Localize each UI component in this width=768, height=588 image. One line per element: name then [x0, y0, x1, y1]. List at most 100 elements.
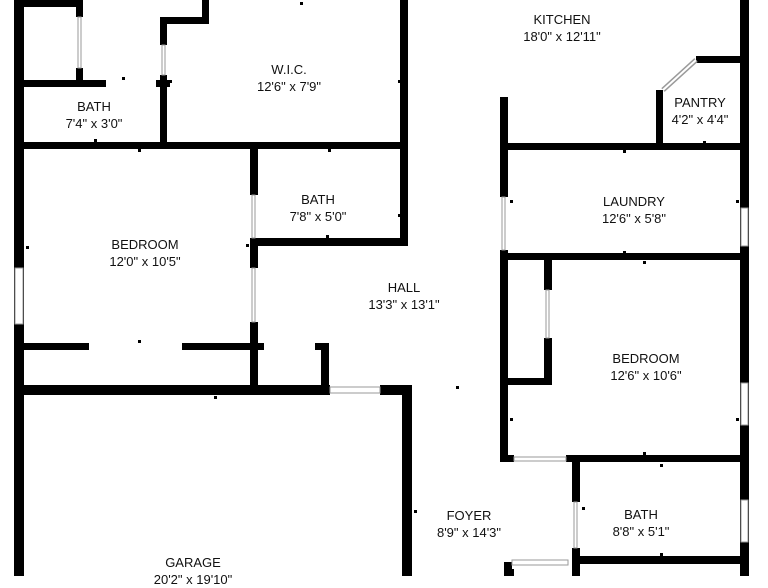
wall: [696, 56, 746, 63]
room-size: 20'2" x 19'10": [153, 572, 233, 587]
wall: [566, 455, 744, 462]
wall: [160, 17, 208, 24]
tick: [138, 340, 141, 343]
wall: [508, 143, 744, 150]
room-size: 8'8" x 5'1": [612, 524, 670, 539]
room-name: PANTRY: [674, 95, 726, 110]
floor-plan: [14, 0, 749, 576]
wall: [76, 0, 83, 17]
windows: [14, 16, 749, 566]
wall: [508, 378, 552, 385]
room-name: BATH: [77, 99, 111, 114]
room-label-bedroom2: BEDROOM 12'6" x 10'6": [610, 350, 681, 384]
tick: [703, 141, 706, 144]
wall: [250, 322, 258, 390]
wall: [160, 17, 167, 45]
door-opening: [501, 196, 506, 251]
door-opening: [251, 194, 256, 239]
door-opening: [77, 16, 82, 69]
room-name: HALL: [387, 280, 421, 295]
wall: [572, 548, 580, 576]
room-label-foyer: FOYER 8'9" x 14'3": [437, 507, 501, 541]
pantry-door-swing: [661, 58, 698, 92]
door-opening: [161, 44, 166, 76]
tick: [736, 418, 739, 421]
wall: [258, 238, 408, 246]
wall: [24, 80, 106, 87]
wall: [544, 338, 552, 384]
room-name: GARAGE: [165, 555, 221, 570]
tick: [510, 200, 513, 203]
window: [740, 499, 749, 543]
room-name: BEDROOM: [612, 351, 680, 366]
tick: [398, 214, 400, 217]
window: [740, 382, 749, 426]
room-size: 7'8" x 5'0": [289, 209, 347, 224]
room-label-bath1: BATH 7'4" x 3'0": [66, 98, 123, 132]
room-name: LAUNDRY: [603, 194, 665, 209]
room-size: 12'6" x 7'9": [256, 79, 322, 94]
room-label-laundry: LAUNDRY 12'6" x 5'8": [602, 193, 666, 227]
wall: [160, 75, 167, 145]
room-name: W.I.C.: [271, 62, 307, 77]
tick: [500, 294, 503, 297]
tick: [246, 244, 249, 247]
wall: [182, 343, 264, 350]
room-size: 18'0" x 12'11": [523, 29, 601, 44]
wall: [500, 97, 508, 197]
tick: [582, 507, 585, 510]
tick: [214, 396, 217, 399]
room-name: BEDROOM: [111, 237, 179, 252]
wall: [24, 385, 330, 395]
tick: [94, 139, 97, 142]
tick: [398, 80, 400, 83]
window: [511, 559, 569, 566]
tick: [300, 2, 303, 5]
wall: [656, 90, 663, 148]
room-size: 8'9" x 14'3": [436, 525, 502, 540]
room-label-pantry: PANTRY 4'2" x 4'4": [672, 94, 729, 128]
room-name: KITCHEN: [533, 12, 591, 27]
wall: [580, 556, 744, 564]
wall: [24, 142, 408, 149]
wall: [572, 462, 580, 502]
wall: [402, 385, 412, 576]
window: [14, 267, 24, 325]
tick: [660, 464, 663, 467]
tick: [643, 452, 646, 455]
door-opening: [573, 501, 578, 549]
room-size: 4'2" x 4'4": [671, 112, 729, 127]
wall: [380, 385, 412, 395]
room-size: 12'6" x 10'6": [610, 368, 682, 383]
window: [329, 386, 381, 394]
wall: [202, 0, 209, 24]
tick: [736, 200, 739, 203]
tick: [138, 149, 141, 152]
room-label-garage: GARAGE 20'2" x 19'10": [154, 554, 233, 588]
room-label-bedroom1: BEDROOM 12'0" x 10'5": [109, 236, 180, 270]
wall-right-exterior: [740, 0, 749, 576]
tick: [170, 80, 172, 83]
tick: [328, 149, 331, 152]
room-name: FOYER: [446, 508, 492, 523]
tick: [643, 261, 646, 264]
wall: [250, 238, 258, 268]
room-name: BATH: [624, 507, 658, 522]
wall: [250, 149, 258, 195]
room-name: BATH: [301, 192, 335, 207]
tick: [456, 386, 459, 389]
tick: [623, 150, 626, 153]
dimension-ticks: [26, 2, 739, 556]
wall: [24, 343, 89, 350]
door-opening: [251, 267, 256, 323]
tick: [326, 235, 329, 238]
room-size: 12'0" x 10'5": [109, 254, 181, 269]
window: [513, 456, 567, 462]
room-label-kitchen: KITCHEN 18'0" x 12'11": [523, 11, 601, 45]
room-label-wic: W.I.C. 12'6" x 7'9": [257, 61, 321, 95]
room-size: 13'3" x 13'1": [368, 297, 440, 312]
tick: [414, 510, 417, 513]
wall: [500, 455, 514, 462]
tick: [122, 77, 125, 80]
room-size: 12'6" x 5'8": [601, 211, 667, 226]
